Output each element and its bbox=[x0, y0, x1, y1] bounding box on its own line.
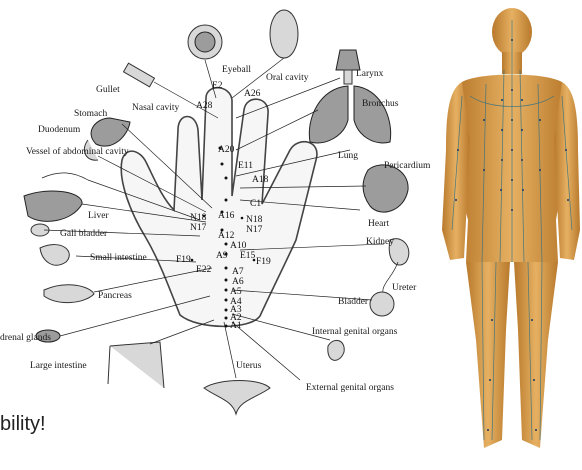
organ-oral-cavity bbox=[270, 10, 298, 58]
label-ureter: Ureter bbox=[392, 283, 417, 293]
code-A16: A16 bbox=[218, 211, 235, 221]
hand-outline bbox=[121, 88, 317, 327]
organ-bladder bbox=[370, 292, 394, 316]
code-E2: E2 bbox=[212, 81, 223, 91]
code-A5: A5 bbox=[230, 287, 242, 297]
code-F19-right: F19 bbox=[256, 257, 271, 267]
code-A26: A26 bbox=[244, 89, 261, 99]
organ-lungs bbox=[309, 86, 390, 143]
code-A20: A20 bbox=[218, 145, 235, 155]
code-A12: A12 bbox=[218, 231, 235, 241]
code-A7: A7 bbox=[232, 267, 244, 277]
organ-liver bbox=[24, 191, 82, 221]
code-N18-right: N18 bbox=[246, 215, 263, 225]
organ-internal-genital bbox=[328, 340, 344, 360]
caption-text: bility! bbox=[0, 413, 46, 436]
label-uterus: Uterus bbox=[236, 361, 262, 371]
label-gall-bladder: Gall bladder bbox=[60, 229, 108, 239]
label-small-intestine: Small intestine bbox=[90, 253, 147, 263]
code-N17-right: N17 bbox=[246, 225, 263, 235]
label-nasal-cavity: Nasal cavity bbox=[132, 103, 179, 113]
code-A28: A28 bbox=[196, 101, 213, 111]
organ-large-intestine bbox=[108, 342, 164, 388]
code-A18: A18 bbox=[252, 175, 269, 185]
organ-pericardium bbox=[363, 165, 408, 212]
label-internal-genital: Internal genital organs bbox=[312, 327, 398, 337]
label-liver: Liver bbox=[88, 211, 109, 221]
organ-eyeball bbox=[188, 25, 222, 59]
label-stomach: Stomach bbox=[74, 109, 107, 119]
label-eyeball: Eyeball bbox=[222, 65, 251, 75]
organ-uterus bbox=[204, 381, 270, 415]
code-C1: C1 bbox=[250, 199, 261, 209]
organ-small-intestine bbox=[40, 245, 69, 266]
label-pericardium: Pericardium bbox=[384, 161, 431, 171]
code-A10: A10 bbox=[230, 241, 247, 251]
label-kidney: Kidney bbox=[366, 237, 394, 247]
organ-stomach bbox=[91, 118, 130, 146]
label-gullet: Gullet bbox=[96, 85, 120, 95]
code-N18-left: N18 bbox=[190, 213, 207, 223]
label-oral-cavity: Oral cavity bbox=[266, 73, 309, 83]
code-E11: E11 bbox=[238, 161, 253, 171]
label-vessel: Vessel of abdominal cavity bbox=[26, 146, 129, 157]
label-bronchus: Bronchus bbox=[362, 99, 399, 109]
code-A6: A6 bbox=[232, 277, 244, 287]
label-pancreas: Pancreas bbox=[98, 291, 132, 301]
label-large-intestine: Large intestine bbox=[30, 361, 87, 371]
organ-gullet bbox=[124, 63, 155, 87]
label-external-genital: External genital organs bbox=[306, 383, 394, 393]
label-adrenal-glands: drenal glands bbox=[0, 333, 51, 343]
label-lung: Lung bbox=[338, 151, 358, 161]
label-heart: Heart bbox=[368, 219, 389, 229]
organ-vessel bbox=[42, 173, 88, 180]
label-duodenum: Duodenum bbox=[38, 125, 81, 135]
body-figure bbox=[442, 8, 580, 448]
code-N17-left: N17 bbox=[190, 223, 207, 233]
label-bladder: Bladder bbox=[338, 297, 369, 307]
label-larynx: Larynx bbox=[356, 69, 384, 79]
code-E22: E22 bbox=[196, 265, 212, 275]
code-F19-left: F19 bbox=[176, 255, 191, 265]
code-A1: A1 bbox=[230, 321, 242, 331]
code-A9: A9 bbox=[216, 251, 228, 261]
organ-pancreas bbox=[44, 285, 94, 303]
